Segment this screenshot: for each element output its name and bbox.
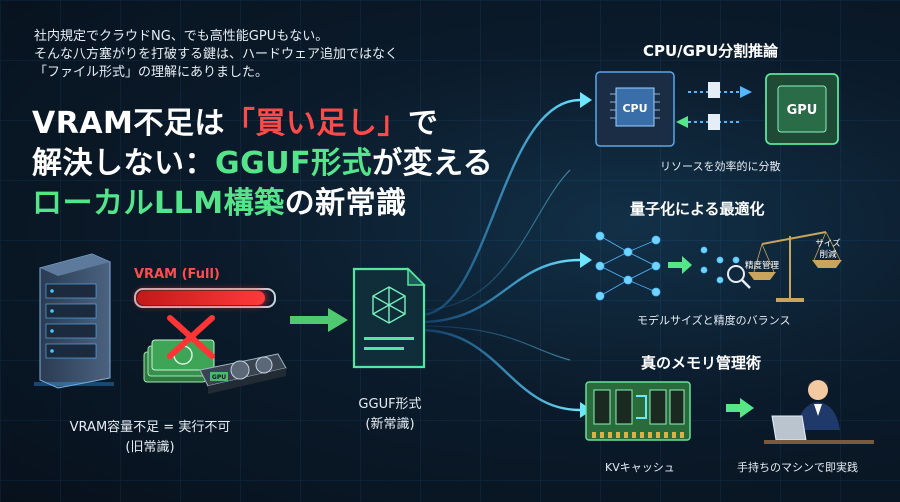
headline-1b: 「買い足し」 xyxy=(224,106,408,141)
headline-1a: VRAM不足は xyxy=(32,106,225,141)
old-method-caption: VRAM容量不足 = 実行不可 (旧常識) xyxy=(40,418,260,458)
cpu-gpu-caption: リソースを効率的に分散 xyxy=(660,160,781,173)
arrow-right-icon xyxy=(290,308,348,332)
cpu-gpu-illustration: CPU GPU xyxy=(595,71,839,147)
gguf-caption-line-1: GGUF形式 xyxy=(358,397,422,412)
headline-3a: ローカルLLM構築 xyxy=(32,186,285,221)
ram-module-icon xyxy=(585,381,691,441)
vram-bar xyxy=(134,288,276,308)
data-transfer-arrows-icon xyxy=(676,82,752,130)
quantization-title: 量子化による最適化 xyxy=(630,200,765,218)
precision-tag: 精度管理 xyxy=(745,260,780,271)
arrow-right-icon-2 xyxy=(668,256,692,274)
intro-line-1: 社内規定でクラウドNG、でも高性能GPUもない。 xyxy=(34,29,329,44)
headline-2a: 解決しない： xyxy=(32,146,215,181)
gpu-label: GPU xyxy=(787,103,818,118)
balance-scale-icon: 精度管理 サイズ 削減 xyxy=(745,231,842,302)
cpu-label: CPU xyxy=(622,102,647,115)
neural-network-icon xyxy=(595,231,661,301)
server-icon xyxy=(34,253,114,389)
memory-illustration xyxy=(585,379,874,444)
graphics-card-icon: GPU xyxy=(199,353,287,394)
headline-line-2: 解決しない：GGUF形式が変える xyxy=(32,144,493,184)
cpu-gpu-title: CPU/GPU分割推論 xyxy=(643,42,779,60)
quantization-illustration: 精度管理 サイズ 削減 xyxy=(595,231,842,302)
cpu-icon: CPU xyxy=(595,71,675,147)
quantization-caption: モデルサイズと精度のバランス xyxy=(637,314,791,327)
memory-title: 真のメモリ管理術 xyxy=(641,354,762,372)
vram-bar-fill xyxy=(137,291,265,305)
headline-2b: GGUF形式 xyxy=(215,146,373,181)
intro-line-3: 「ファイル形式」の理解にありました。 xyxy=(34,65,269,80)
gguf-caption-line-2: (新常識) xyxy=(365,417,415,432)
gguf-file-icon xyxy=(352,267,426,369)
size-tag-1: サイズ xyxy=(815,238,841,249)
arrow-right-icon-3 xyxy=(726,398,754,418)
headline-2c: が変える xyxy=(372,146,494,181)
intro-line-2: そんな八方塞がりを打破する鍵は、ハードウェア追加ではなく xyxy=(34,47,399,62)
money-gpu-illustration: GPU xyxy=(143,315,287,394)
size-tag-2: 削減 xyxy=(819,249,837,260)
small-network-search-icon xyxy=(700,246,751,289)
headline-1c: で xyxy=(407,106,439,141)
old-caption-line-1: VRAM容量不足 = 実行不可 xyxy=(69,420,231,435)
flow-lines xyxy=(420,92,592,418)
gpu-card-text: GPU xyxy=(212,374,226,381)
person-laptop-icon xyxy=(764,379,874,444)
gguf-caption: GGUF形式 (新常識) xyxy=(330,395,450,435)
headline: VRAM不足は「買い足し」で 解決しない：GGUF形式が変える ローカルLLM構… xyxy=(32,104,493,224)
gpu-chip-icon: GPU xyxy=(765,73,839,145)
kv-cache-caption: KVキャッシュ xyxy=(605,461,675,474)
old-caption-line-2: (旧常識) xyxy=(125,440,175,455)
intro-text: 社内規定でクラウドNG、でも高性能GPUもない。 そんな八方塞がりを打破する鍵は… xyxy=(34,28,454,82)
practice-caption: 手持ちのマシンで即実践 xyxy=(737,461,858,474)
close-icon xyxy=(167,315,215,359)
headline-3b: の新常識 xyxy=(284,186,407,221)
headline-line-3: ローカルLLM構築の新常識 xyxy=(32,184,493,224)
vram-full-label: VRAM (Full) xyxy=(134,267,220,282)
headline-line-1: VRAM不足は「買い足し」で xyxy=(32,104,493,144)
